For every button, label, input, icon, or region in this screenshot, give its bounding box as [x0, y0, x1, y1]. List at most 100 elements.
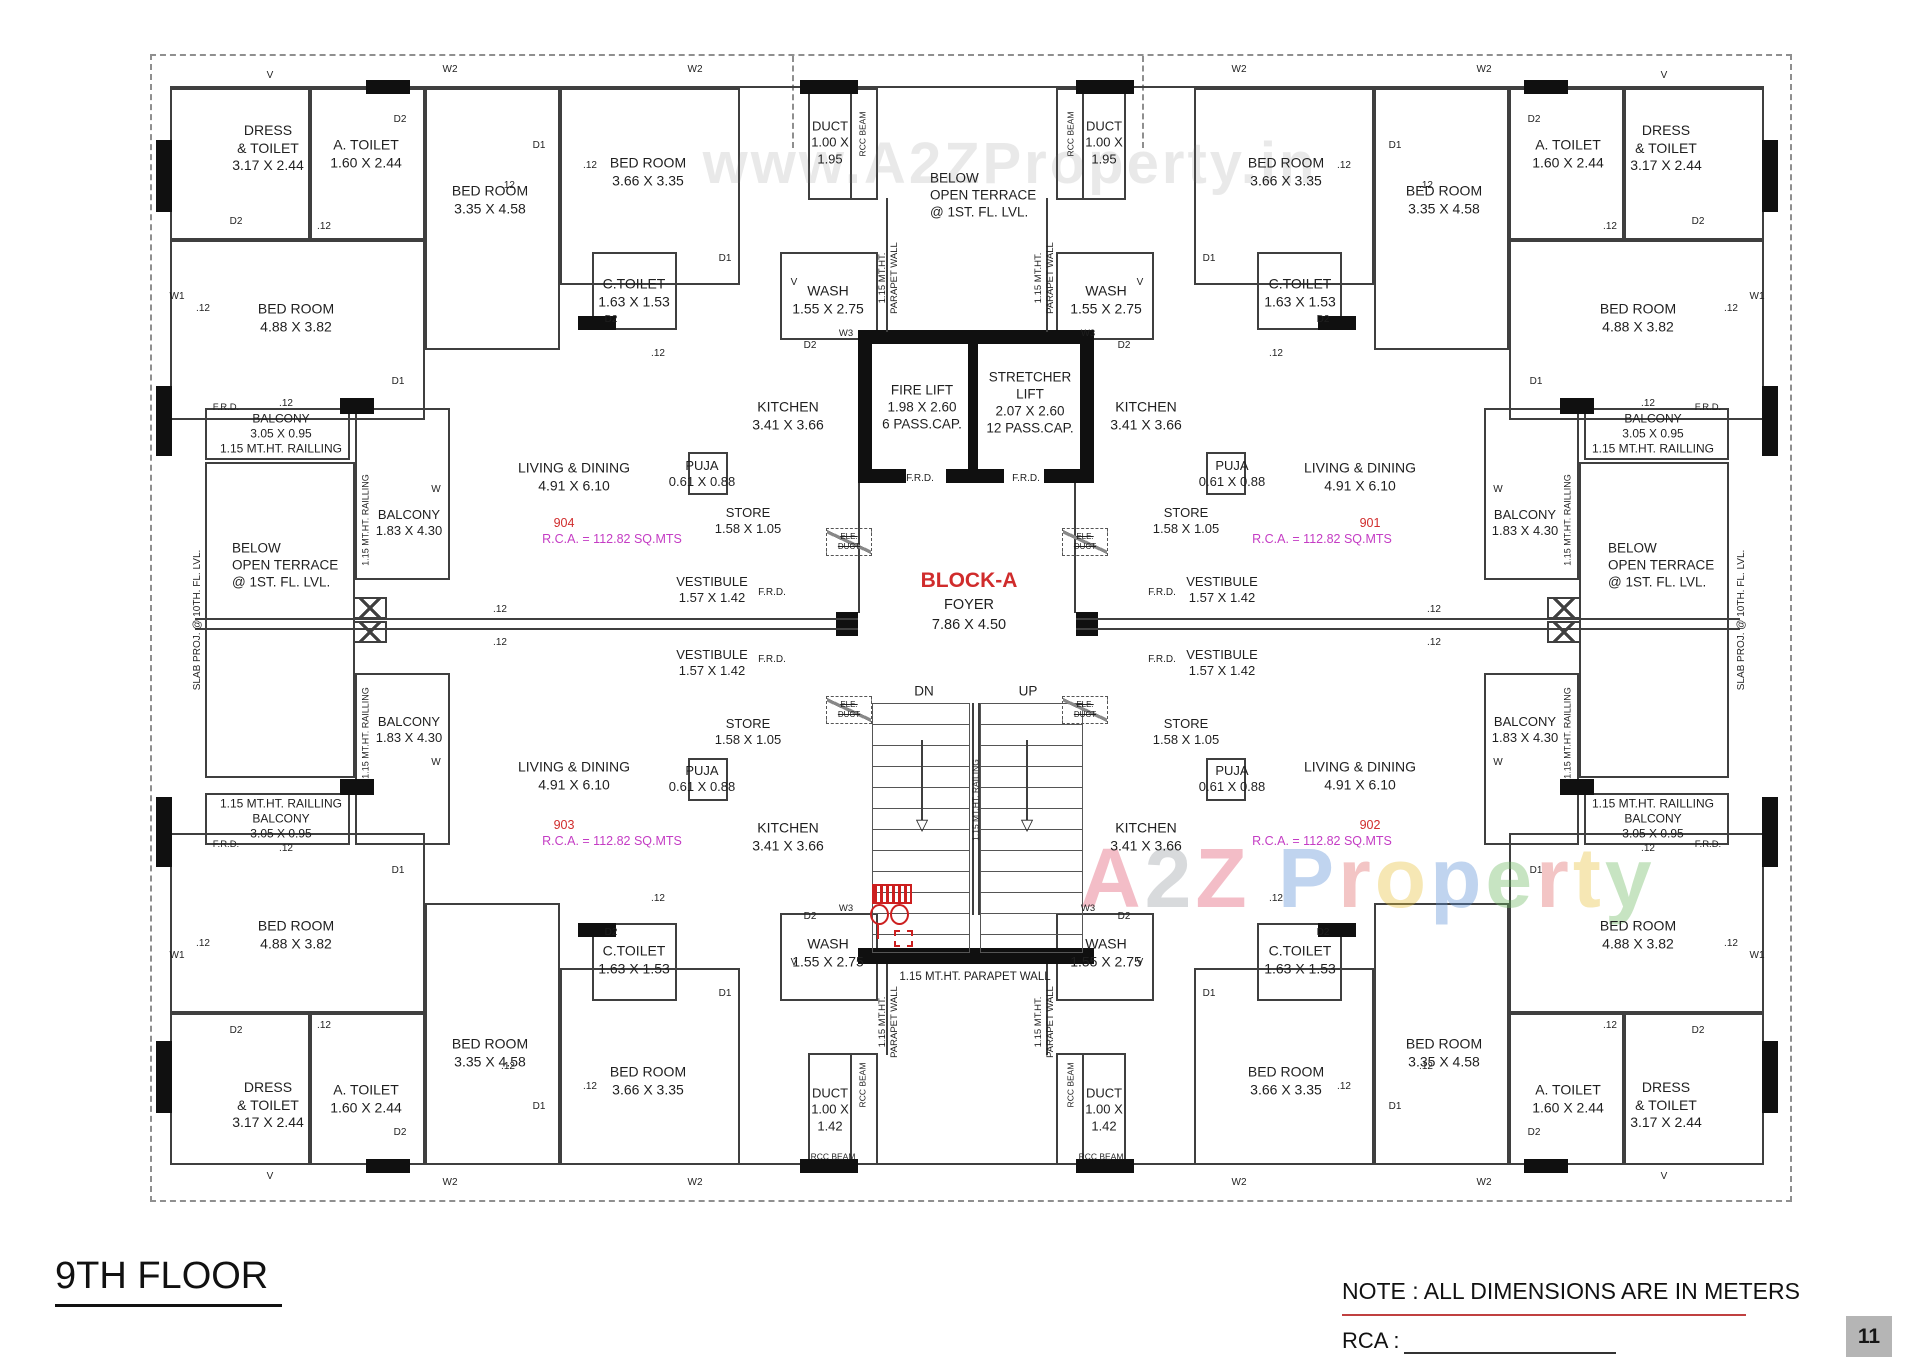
label-c-toilet: C.TOILET 1.63 X 1.53 — [598, 275, 670, 310]
blk-shape — [1076, 80, 1134, 94]
label-bed-room: BED ROOM 3.66 X 3.35 — [1247, 1063, 1325, 1098]
label-puja: PUJA 0.61 X 0.88 — [1198, 457, 1266, 489]
label-w2: W2 — [1476, 63, 1492, 75]
room-shape — [560, 88, 740, 285]
label-store: STORE 1.58 X 1.05 — [714, 715, 782, 747]
label-puja: PUJA 0.61 X 0.88 — [668, 457, 736, 489]
dline-shape — [195, 618, 858, 630]
label-duct: DUCT 1.00 X 1.95 — [811, 118, 849, 167]
label-w2: W2 — [1476, 1176, 1492, 1188]
label-1-15-mt-ht-railing: 1.15 MT.HT. RAILING — [970, 759, 981, 841]
label-slab-proj-10th-fl-lvl: SLAB PROJ. @ 10TH. FL. LVL. — [191, 549, 203, 691]
label-bed-room: BED ROOM 3.35 X 4.58 — [1405, 1035, 1483, 1070]
room-shape — [205, 462, 355, 778]
label-stretcher: STRETCHER LIFT 2.07 X 2.60 12 PASS.CAP. — [986, 369, 1074, 435]
label-foyer: FOYER — [944, 596, 994, 613]
label-w3: W3 — [838, 328, 854, 340]
dline-shape — [1076, 618, 1740, 630]
vline-shape — [1026, 740, 1028, 820]
vline-shape — [1082, 90, 1084, 198]
room-shape — [1584, 408, 1729, 460]
label-f-r-d: F.R.D. — [758, 653, 786, 665]
blk-shape — [1762, 1041, 1778, 1113]
label-12: .12 — [501, 179, 515, 191]
hatch-shape — [353, 621, 387, 643]
label-living-dining: LIVING & DINING 4.91 X 6.10 — [517, 459, 631, 494]
label-1-15-mt-ht-railling: 1.15 MT.HT. RAILLING — [360, 687, 371, 779]
room-shape — [1194, 968, 1374, 1165]
label-wash: WASH 1.55 X 2.75 — [1070, 282, 1142, 317]
dash-shape — [150, 54, 1792, 1202]
label-12: .12 — [279, 842, 293, 854]
label-f-r-d: F.R.D. — [1148, 586, 1176, 598]
label-below: BELOW OPEN TERRACE @ 1ST. FL. LVL. — [930, 170, 1037, 220]
label-ele: ELE. DUCT — [1073, 532, 1097, 551]
label-balcony: BALCONY 1.83 X 4.30 — [1491, 506, 1559, 538]
watermark-letter: A — [1080, 831, 1145, 925]
label-w2: W2 — [442, 1176, 458, 1188]
room-shape — [1257, 252, 1342, 330]
blk-shape — [1560, 398, 1594, 414]
watermark-letter: P — [1278, 831, 1339, 925]
label-vestibule: VESTIBULE 1.57 X 1.42 — [1186, 573, 1258, 605]
label-1-15-mt-ht-parapet-wall: 1.15 MT.HT. PARAPET WALL — [899, 970, 1051, 983]
blk-shape — [800, 1159, 858, 1173]
blk-shape — [156, 1041, 172, 1113]
label-d2: D2 — [803, 910, 817, 922]
label-w2: W2 — [687, 1176, 703, 1188]
watermark-letter: y — [1604, 831, 1656, 925]
label-bed-room: BED ROOM 3.66 X 3.35 — [1247, 154, 1325, 189]
label-v: V — [266, 69, 274, 81]
label-balcony: BALCONY 1.83 X 4.30 — [375, 506, 443, 538]
label-r-c-a-112-82-sq-mts: R.C.A. = 112.82 SQ.MTS — [1252, 532, 1392, 547]
hline-shape — [170, 1163, 1764, 1165]
room-shape — [205, 793, 350, 845]
label-1-15-mt-ht-railling: 1.15 MT.HT. RAILLING — [360, 474, 371, 566]
vline-shape — [1082, 1055, 1084, 1163]
label-a-toilet: A. TOILET 1.60 X 2.44 — [1532, 136, 1604, 171]
label-r-c-a-112-82-sq-mts: R.C.A. = 112.82 SQ.MTS — [542, 834, 682, 849]
label-d2: D2 — [1527, 1126, 1541, 1138]
label-w1: W1 — [169, 290, 185, 302]
room-shape — [1194, 88, 1374, 285]
watermark-letter: Z — [1195, 831, 1251, 925]
label-w: W — [1493, 756, 1503, 768]
dimensions-note: NOTE : ALL DIMENSIONS ARE IN METERS — [1342, 1278, 1800, 1304]
label-903: 903 — [553, 818, 575, 833]
blk-shape — [968, 344, 978, 483]
label-12: .12 — [1419, 1060, 1433, 1072]
label-bed-room: BED ROOM 3.66 X 3.35 — [609, 1063, 687, 1098]
label-rcc-beam: RCC BEAM — [857, 111, 868, 157]
label-d1: D1 — [1529, 375, 1543, 387]
vline-shape — [921, 740, 923, 820]
label-c-toilet: C.TOILET 1.63 X 1.53 — [1264, 942, 1336, 977]
label-below: BELOW OPEN TERRACE @ 1ST. FL. LVL. — [232, 540, 339, 590]
room-shape — [560, 968, 740, 1165]
blk-shape — [156, 797, 172, 867]
vline-shape — [978, 703, 980, 915]
room-shape — [1509, 833, 1764, 1013]
room-shape — [205, 408, 350, 460]
room-shape — [1206, 452, 1246, 495]
label-dn: DN — [914, 683, 934, 699]
watermark-letter: o — [1374, 831, 1431, 925]
blk-shape — [946, 469, 1004, 483]
label-dress: DRESS & TOILET 3.17 X 2.44 — [232, 121, 304, 173]
label-below: BELOW OPEN TERRACE @ 1ST. FL. LVL. — [1608, 540, 1715, 590]
label-w: W — [431, 756, 441, 768]
label-puja: PUJA 0.61 X 0.88 — [668, 762, 736, 794]
floor-title: 9TH FLOOR — [55, 1255, 283, 1307]
room-shape — [1257, 923, 1342, 1001]
room-shape — [1509, 240, 1764, 420]
watermark-letter: r — [1338, 831, 1375, 925]
vline-shape — [886, 198, 888, 332]
label-1-15-mt-ht: 1.15 MT.HT. PARAPET WALL — [877, 986, 900, 1058]
label-item: ▽ — [915, 817, 929, 834]
label-vestibule: VESTIBULE 1.57 X 1.42 — [676, 573, 748, 605]
blk-shape — [1044, 469, 1094, 483]
blk-shape — [340, 779, 374, 795]
fire-equipment-icon — [870, 884, 916, 948]
blk-shape — [340, 398, 374, 414]
blk-shape — [800, 80, 858, 94]
label-f-r-d: F.R.D. — [212, 839, 240, 851]
